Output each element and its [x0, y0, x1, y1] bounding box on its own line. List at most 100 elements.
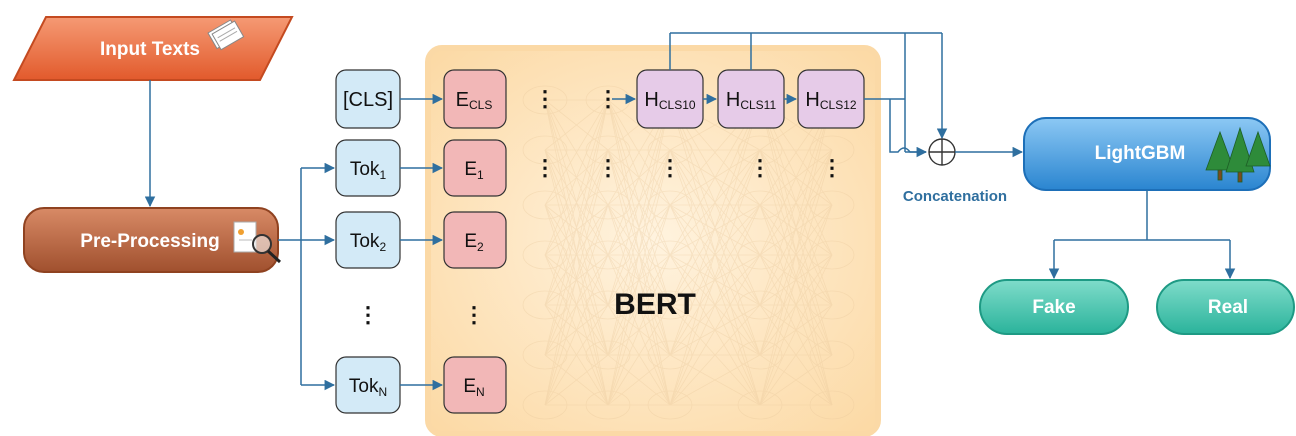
network-edge	[669, 354, 761, 406]
network-edge	[607, 304, 671, 356]
network-node	[647, 240, 693, 270]
network-edge	[544, 99, 609, 406]
network-edge	[544, 204, 609, 356]
network-edge	[607, 99, 671, 356]
network-edge	[759, 204, 833, 356]
concatenation-connectors	[669, 32, 948, 158]
network-edge	[759, 204, 833, 256]
embedding-cls-sub: CLS	[469, 98, 492, 112]
network-edge	[669, 99, 761, 306]
network-edge	[669, 204, 761, 356]
embedding-1: E1	[443, 139, 507, 197]
network-edge	[544, 204, 609, 306]
bert-panel	[425, 45, 881, 436]
network-edge	[544, 354, 609, 406]
network-edge	[607, 149, 671, 206]
bert-label: BERT	[614, 288, 696, 321]
network-edge	[669, 149, 761, 256]
concatenation-operator	[928, 138, 956, 166]
network-edge	[607, 149, 671, 306]
network-edge	[544, 149, 609, 256]
layer-ellipsis: ⋮	[659, 155, 681, 180]
network-edge	[544, 254, 609, 356]
layer-ellipsis: ⋮	[821, 155, 843, 180]
network-edge	[544, 99, 609, 151]
fake-output-node: Fake	[979, 279, 1129, 335]
layer-ellipsis: ⋮	[597, 86, 619, 111]
network-edge	[607, 99, 671, 206]
network-edge	[544, 99, 609, 256]
network-node	[522, 135, 568, 165]
network-node	[522, 85, 568, 115]
svg-text:TokN: TokN	[349, 376, 387, 399]
network-edge	[544, 99, 609, 206]
network-node	[585, 390, 631, 420]
network-edge	[759, 99, 833, 356]
network-edge	[607, 149, 671, 406]
network-node	[647, 190, 693, 220]
svg-text:[CLS]: [CLS]	[343, 89, 393, 111]
network-edge	[607, 99, 671, 406]
network-edge	[607, 204, 671, 256]
token-2: Tok2	[335, 211, 401, 269]
network-edge	[759, 254, 833, 406]
network-edge	[669, 149, 761, 406]
network-node	[737, 240, 783, 270]
network-edge	[607, 99, 671, 306]
network-edge	[759, 99, 833, 306]
network-edge	[669, 149, 761, 206]
network-edge	[759, 204, 833, 256]
documents-icon	[207, 19, 245, 51]
network-edge	[544, 99, 609, 306]
network-edge	[544, 149, 609, 356]
network-edge	[544, 149, 609, 256]
embedding-cls-main: E	[456, 89, 469, 111]
network-edge	[544, 149, 609, 356]
hidden-cls10-sub: CLS10	[659, 98, 696, 112]
input-texts-label: Input Texts	[100, 39, 200, 60]
network-edge	[759, 149, 833, 206]
lightgbm-to-outputs-arrows	[1048, 190, 1236, 280]
network-edge	[544, 354, 609, 406]
network-edge	[544, 99, 609, 406]
network-node	[737, 135, 783, 165]
network-edge	[669, 99, 761, 356]
network-edge	[669, 304, 761, 406]
network-edge	[544, 304, 609, 356]
network-node	[809, 390, 855, 420]
network-edge	[759, 149, 833, 406]
layer-ellipsis: ⋮	[534, 155, 556, 180]
network-edge	[759, 149, 833, 306]
network-edge	[607, 254, 671, 306]
lightgbm-label: LightGBM	[1095, 143, 1186, 164]
network-node	[809, 340, 855, 370]
network-edge	[759, 204, 833, 406]
network-edge	[669, 99, 761, 356]
hidden-cls10-main: H	[644, 89, 658, 111]
network-edge	[607, 304, 671, 406]
network-node	[737, 390, 783, 420]
network-edge	[607, 354, 671, 406]
network-edge	[759, 204, 833, 406]
hidden-cls12-sub: CLS12	[820, 98, 857, 112]
network-edge	[607, 149, 671, 356]
network-edge	[669, 99, 761, 306]
svg-text:HCLS11: HCLS11	[726, 89, 777, 112]
network-edge	[607, 149, 671, 256]
network-edge	[669, 149, 761, 256]
network-node	[522, 340, 568, 370]
network-edge	[607, 254, 671, 356]
network-edge	[759, 99, 833, 406]
network-node	[522, 240, 568, 270]
network-edge	[669, 204, 761, 256]
network-edge	[544, 99, 609, 306]
network-edge	[669, 204, 761, 306]
network-edge	[759, 354, 833, 406]
network-edge	[544, 99, 609, 206]
network-node	[647, 390, 693, 420]
network-edge	[759, 254, 833, 306]
pre-processing-label: Pre-Processing	[80, 231, 219, 252]
network-node	[647, 340, 693, 370]
network-edge	[544, 204, 609, 256]
